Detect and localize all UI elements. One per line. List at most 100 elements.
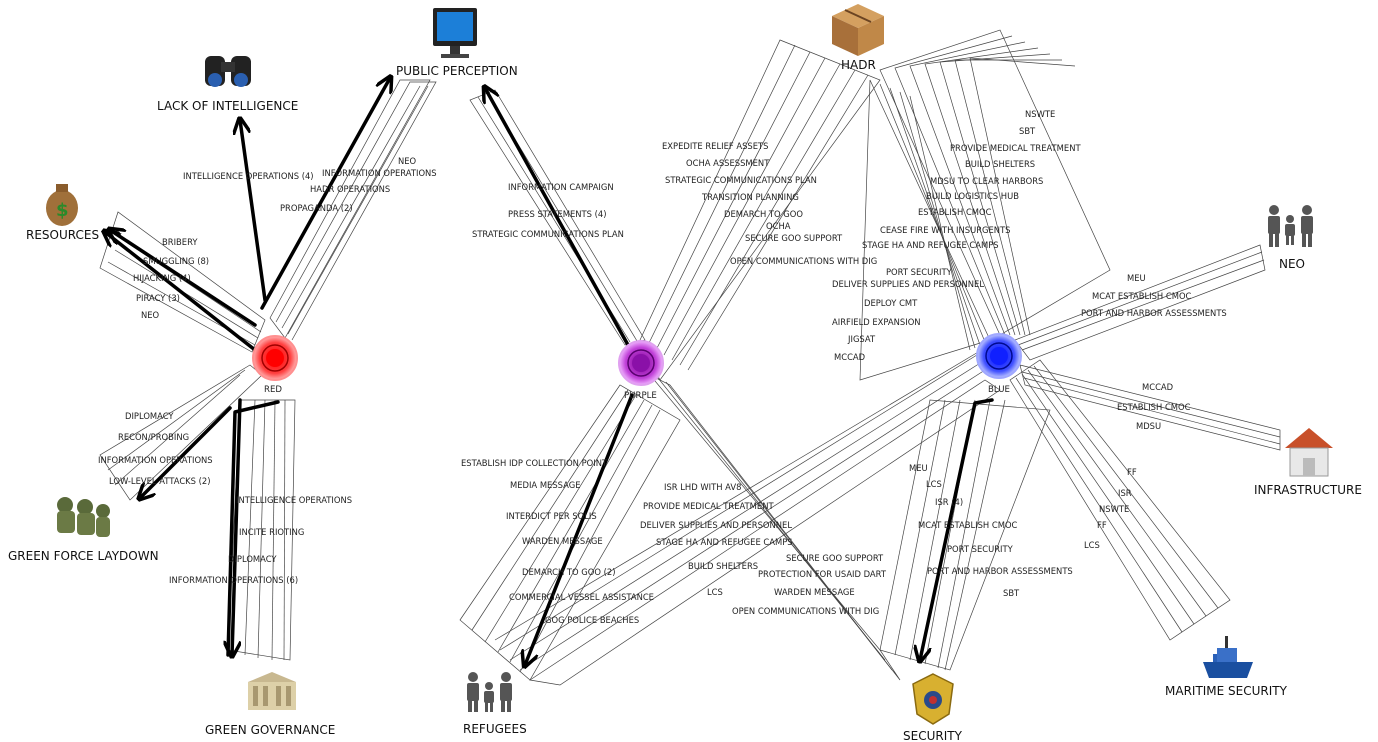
edge-label: DIPLOMACY	[228, 554, 277, 564]
ship-icon	[1203, 636, 1253, 678]
edge-label: HIJACKING (4)	[133, 273, 191, 283]
target-green-governance[interactable]: GREEN GOVERNANCE	[205, 723, 335, 737]
edge-label: ESTABLISH IDP COLLECTION POINT	[461, 458, 608, 468]
edge-label: SMUGGLING (8)	[143, 256, 209, 266]
edge-label: WARDEN MESSAGE	[774, 587, 855, 597]
edge-label: HADR OPERATIONS	[310, 184, 390, 194]
svg-text:$: $	[56, 200, 69, 221]
edge-label: DEMARCH TO GOO (2)	[522, 567, 615, 577]
edge-label: PIRACY (3)	[136, 293, 180, 303]
edge-label: DIPLOMACY	[125, 411, 174, 421]
target-refugees[interactable]: REFUGEES	[463, 722, 527, 736]
target-labels: LACK OF INTELLIGENCE PUBLIC PERCEPTION H…	[8, 58, 1362, 742]
edge-label: MEU	[909, 463, 928, 473]
edge-label: PORT AND HARBOR ASSESSMENTS	[927, 566, 1073, 576]
edge-label: PORT AND HARBOR ASSESSMENTS	[1081, 308, 1227, 318]
edge-label: SBT	[1003, 588, 1020, 598]
edge-label: ISR	[1118, 488, 1132, 498]
edge-label: LOW-LEVEL ATTACKS (2)	[109, 476, 211, 486]
edge-label: PRESS STATEMENTS (4)	[508, 209, 606, 219]
edge-label: DELIVER SUPPLIES AND PERSONNEL	[832, 279, 984, 289]
edge-label: PROPAGANDA (2)	[280, 203, 353, 213]
purple-label: PURPLE	[624, 391, 657, 401]
edge-label: NEO	[141, 310, 160, 320]
edge-label: PORT SECURITY	[947, 544, 1014, 554]
edge-label: RECON/PROBING	[118, 432, 189, 442]
edge-label: LCS	[1084, 540, 1100, 550]
target-infrastructure[interactable]: INFRASTRUCTURE	[1254, 483, 1362, 497]
edge-label: DEPLOY CMT	[864, 298, 918, 308]
edge-label: FF	[1097, 520, 1107, 530]
edge-label: SECURE GOO SUPPORT	[786, 553, 884, 563]
edge-label: PROVIDE MEDICAL TREATMENT	[950, 143, 1081, 153]
edge-label: CEASE FIRE WITH INSURGENTS	[880, 225, 1011, 235]
edge-label: OPEN COMMUNICATIONS WITH DIG	[730, 256, 877, 266]
edge-label: MEU	[1127, 273, 1146, 283]
edge-label: MDSU TO CLEAR HARBORS	[930, 176, 1043, 186]
edge-label: ESTABLISH CMOC	[1117, 402, 1191, 412]
edge-label: NEO	[398, 156, 417, 166]
edge-label: JIGSAT	[847, 334, 876, 344]
edge-labels: INTELLIGENCE OPERATIONS (4) NEO INFORMAT…	[98, 109, 1227, 625]
money-bag-icon: $	[46, 184, 78, 226]
node-blue[interactable]: BLUE	[976, 333, 1022, 395]
binoculars-icon	[205, 56, 251, 87]
target-public-perception[interactable]: PUBLIC PERCEPTION	[396, 64, 518, 78]
edge-label: LCS	[926, 479, 942, 489]
edge-label: BRIBERY	[162, 237, 198, 247]
edge-label: INFORMATION OPERATIONS	[322, 168, 437, 178]
target-resources[interactable]: RESOURCES	[26, 228, 99, 242]
edge-label: GOG POLICE BEACHES	[545, 615, 639, 625]
edge-label: MCAT ESTABLISH CMOC	[918, 520, 1018, 530]
edge-label: DEMARCH TO GOO	[724, 209, 803, 219]
edge-label: INTERDICT PER SOLIS	[506, 511, 597, 521]
edge-label: AIRFIELD EXPANSION	[832, 317, 921, 327]
edge-label: ISR LHD WITH AV8	[664, 482, 741, 492]
government-building-icon	[248, 672, 296, 710]
edge-label: BUILD SHELTERS	[965, 159, 1035, 169]
edge-label: NSWTE	[1099, 504, 1129, 514]
edge-label: PORT SECURITY	[886, 267, 953, 277]
edge-label: INFORMATION CAMPAIGN	[508, 182, 614, 192]
target-lack-of-intelligence[interactable]: LACK OF INTELLIGENCE	[157, 99, 298, 113]
edge-label: FF	[1127, 467, 1137, 477]
edge-label: MCAT ESTABLISH CMOC	[1092, 291, 1192, 301]
family-icon	[1268, 205, 1313, 247]
edge-label: EXPEDITE RELIEF ASSETS	[662, 141, 768, 151]
edge-label: MDSU	[1136, 421, 1161, 431]
edge-label: MEDIA MESSAGE	[510, 480, 581, 490]
target-maritime-security[interactable]: MARITIME SECURITY	[1165, 684, 1288, 698]
edge-label: COMMERCIAL VESSEL ASSISTANCE	[509, 592, 654, 602]
house-icon	[1285, 428, 1333, 477]
edge-label: DELIVER SUPPLIES AND PERSONNEL	[640, 520, 792, 530]
edge-label: SBT	[1019, 126, 1036, 136]
red-label: RED	[264, 385, 282, 395]
edge-label: STAGE HA AND REFUGEE CAMPS	[656, 537, 793, 547]
node-red[interactable]: RED	[252, 335, 298, 395]
blue-label: BLUE	[988, 385, 1010, 395]
edge-label: INFORMATION OPERATIONS (6)	[169, 575, 298, 585]
soldiers-icon	[57, 497, 110, 537]
edge-label: STRATEGIC COMMUNICATIONS PLAN	[472, 229, 624, 239]
edge-label: PROVIDE MEDICAL TREATMENT	[643, 501, 774, 511]
edge-label: INCITE RIOTING	[239, 527, 304, 537]
police-badge-icon	[912, 673, 954, 725]
edge-label: PROTECTION FOR USAID DART	[758, 569, 887, 579]
edge-label: OCHA	[766, 221, 791, 231]
edge-label: ESTABLISH CMOC	[918, 207, 992, 217]
cardboard-box-icon	[832, 4, 884, 56]
edge-label: LCS	[707, 587, 723, 597]
edge-label: BUILD LOGISTICS HUB	[926, 191, 1019, 201]
edge-label: WARDEN MESSAGE	[522, 536, 603, 546]
edge-label: INFORMATION OPERATIONS	[98, 455, 213, 465]
monitor-icon	[433, 8, 477, 58]
target-green-force-laydown[interactable]: GREEN FORCE LAYDOWN	[8, 549, 159, 563]
target-security[interactable]: SECURITY	[903, 729, 963, 742]
target-neo[interactable]: NEO	[1279, 257, 1305, 271]
target-hadr[interactable]: HADR	[841, 58, 876, 72]
node-purple[interactable]: PURPLE	[618, 340, 664, 401]
dominant-arrows	[105, 78, 994, 665]
family-icon	[467, 672, 512, 712]
edge-label: STAGE HA AND REFUGEE CAMPS	[862, 240, 999, 250]
